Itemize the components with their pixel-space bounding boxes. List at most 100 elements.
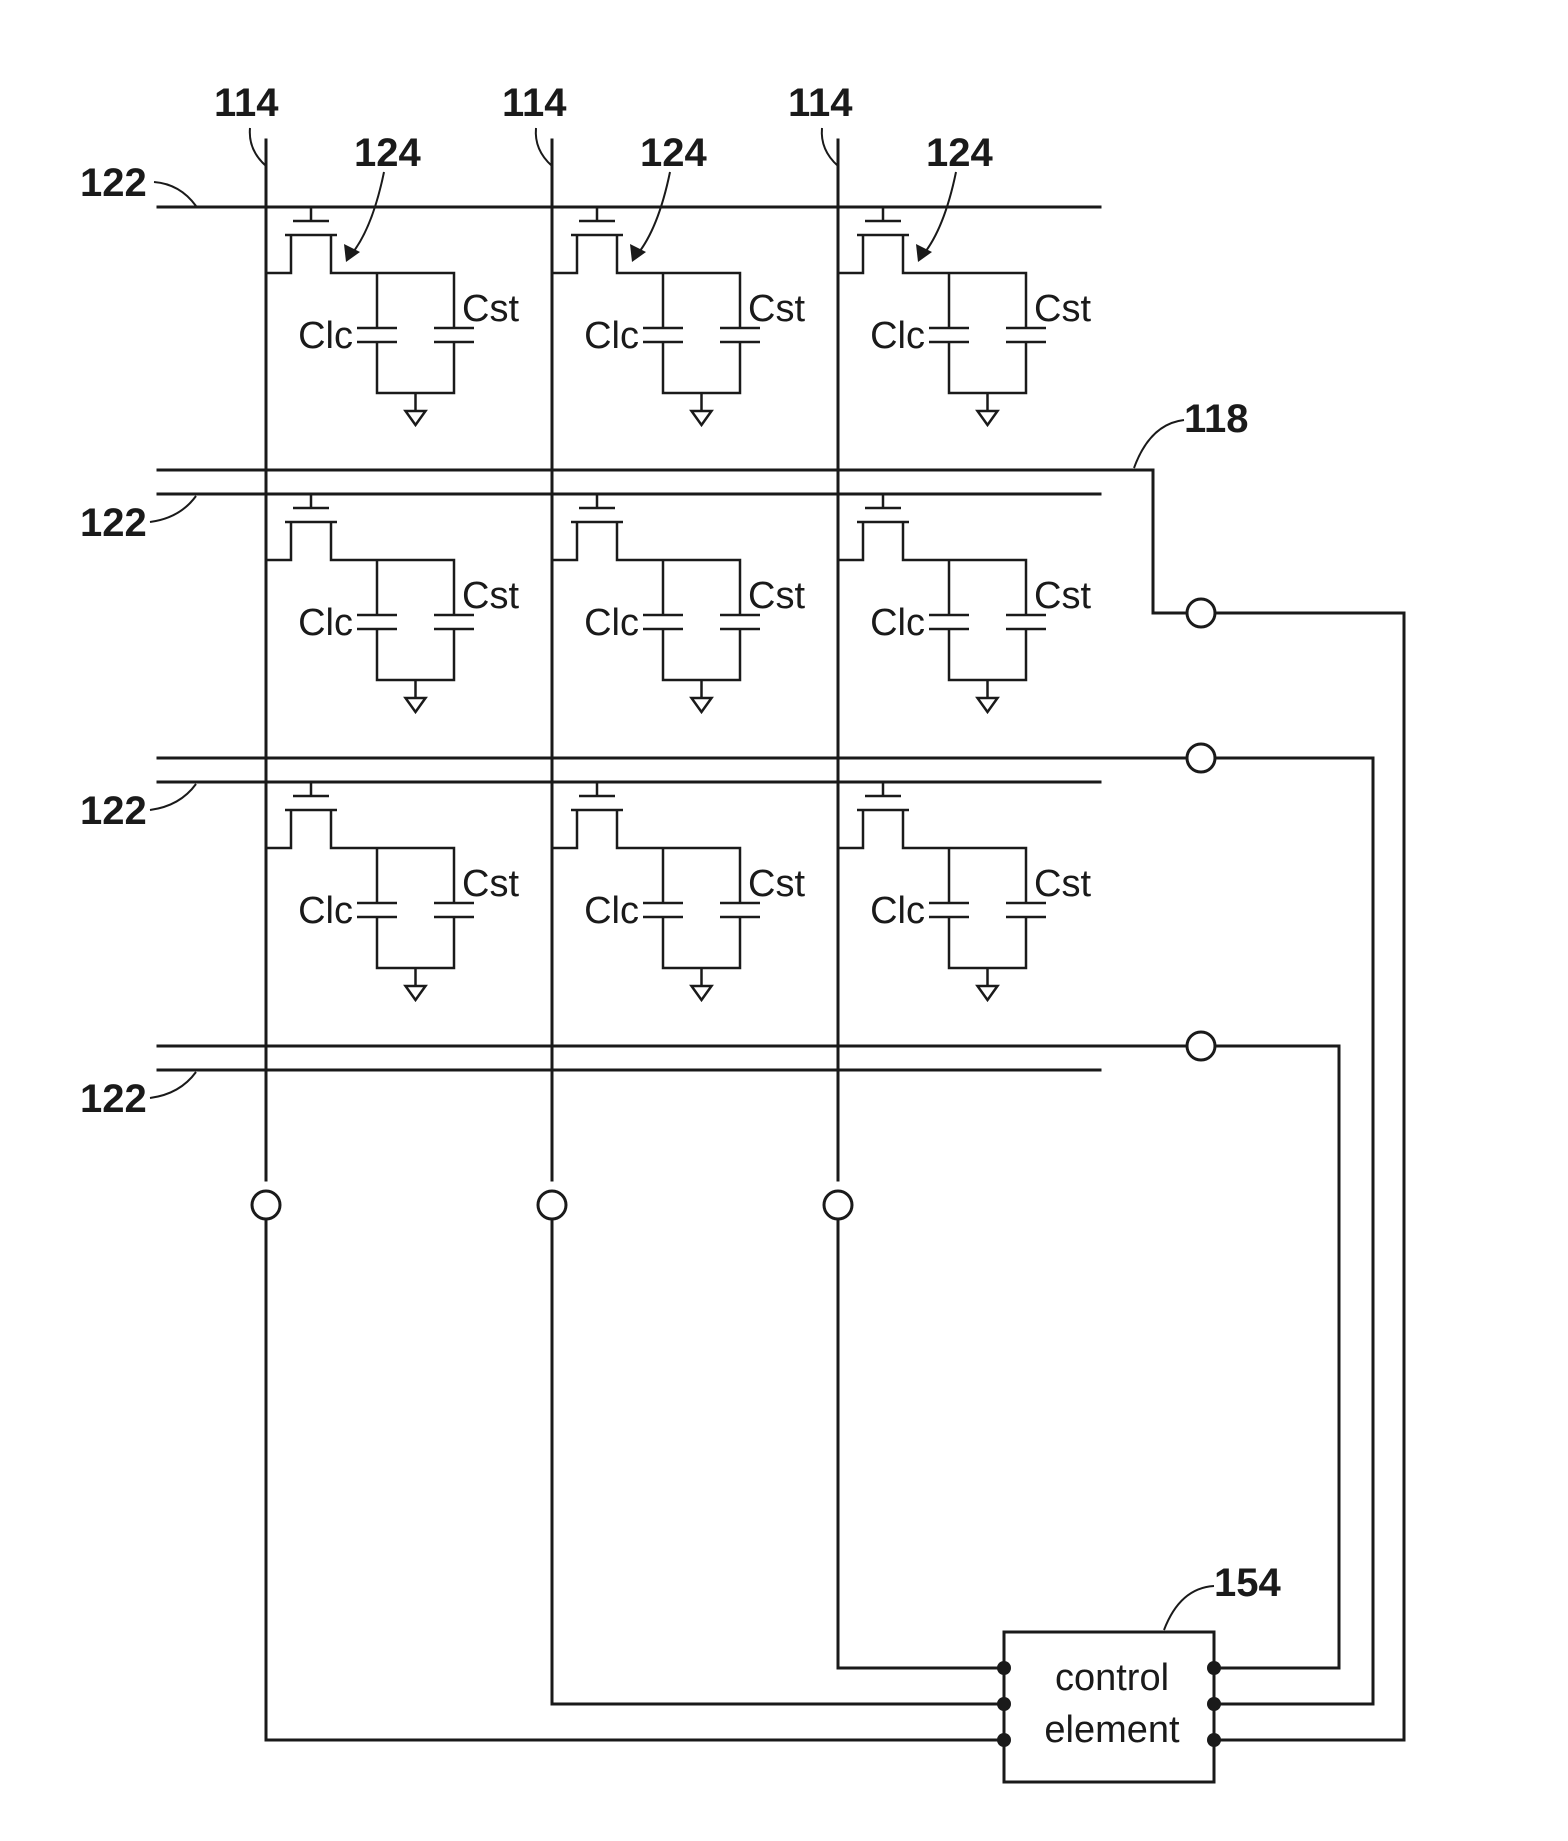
control-element-box — [1004, 1632, 1214, 1782]
pin-right-1 — [1207, 1661, 1221, 1675]
clc-label: Clc — [584, 315, 639, 357]
leader-114-a — [250, 128, 266, 166]
leader-124-b — [636, 172, 670, 256]
cap-bottom-loop — [949, 629, 1026, 680]
ref-124-b: 124 — [640, 131, 707, 175]
terminal-data-2 — [538, 1191, 566, 1219]
leader-124-c — [922, 172, 956, 256]
clc-label: Clc — [584, 602, 639, 644]
leader-122-d — [150, 1072, 196, 1098]
cap-bottom-loop — [949, 342, 1026, 393]
ref-114-a: 114 — [214, 81, 279, 125]
tft-source — [552, 522, 577, 560]
cap-bottom-loop — [377, 917, 454, 968]
ref-114-c: 114 — [788, 81, 853, 125]
pin-left-2 — [997, 1697, 1011, 1711]
control-element-label-1: control — [1055, 1657, 1169, 1699]
tft-source — [266, 522, 291, 560]
leader-122-a — [154, 182, 196, 206]
pixel-cell-3-1: Clc Cst — [266, 782, 519, 1000]
pixel-cell-2-2: Clc Cst — [552, 494, 805, 712]
ref-124-c: 124 — [926, 131, 993, 175]
terminal-common-1 — [1187, 599, 1215, 627]
pixel-cell-1-2: Clc Cst — [552, 207, 805, 425]
tft-source — [552, 810, 577, 848]
clc-label: Clc — [870, 602, 925, 644]
cap-bottom-loop — [949, 917, 1026, 968]
pixel-cell-2-1: ClcCst — [266, 494, 519, 712]
terminals — [252, 599, 1215, 1219]
leader-114-b — [536, 128, 552, 166]
tft-source — [838, 522, 863, 560]
leader-122-b — [150, 496, 196, 522]
pixel-cell-2-3: Clc Cst — [838, 494, 1091, 712]
tft-source — [266, 810, 291, 848]
pixel-cell-3-2: Clc Cst — [552, 782, 805, 1000]
common-line-118 — [158, 470, 1186, 613]
ground-icon — [406, 698, 426, 712]
ground-icon — [692, 986, 712, 1000]
leader-122-c — [150, 784, 196, 810]
cst-label: Cst — [1034, 863, 1091, 905]
cst-label: Cst — [748, 575, 805, 617]
ground-icon — [406, 986, 426, 1000]
tft-source — [838, 810, 863, 848]
cst-label: Cst — [748, 863, 805, 905]
cap-bottom-loop — [663, 342, 740, 393]
pin-right-3 — [1207, 1733, 1221, 1747]
pin-left-3 — [997, 1733, 1011, 1747]
ref-122-c: 122 — [80, 789, 147, 833]
ref-122-b: 122 — [80, 501, 147, 545]
terminal-data-3 — [824, 1191, 852, 1219]
pixel-cells: ClcCstClcCstClcCstClcCstClcCstClcCstClcC… — [266, 207, 1091, 1000]
ref-122-a: 122 — [80, 161, 147, 205]
wire-data-1 — [266, 1219, 1004, 1740]
terminal-common-2 — [1187, 744, 1215, 772]
cap-bottom-loop — [377, 629, 454, 680]
cap-bottom-loop — [663, 629, 740, 680]
leader-118 — [1134, 420, 1184, 468]
leader-114-c — [822, 128, 838, 166]
pixel-cell-3-3: ClcCst — [838, 782, 1091, 1000]
tft-source — [838, 235, 863, 273]
ref-122-d: 122 — [80, 1077, 147, 1121]
reference-labels: 114 114 114 124 124 124 122 122 122 122 … — [80, 81, 1281, 1630]
clc-label: Clc — [870, 315, 925, 357]
clc-label: Clc — [298, 890, 353, 932]
pixel-cell-1-3: Clc Cst — [838, 207, 1091, 425]
leader-154 — [1164, 1586, 1214, 1630]
common-lines — [158, 470, 1186, 1046]
ref-118: 118 — [1184, 397, 1249, 441]
control-element-label-2: element — [1044, 1709, 1180, 1751]
wire-data-3 — [838, 1219, 1004, 1668]
cst-label: Cst — [748, 288, 805, 330]
clc-label: Clc — [584, 890, 639, 932]
terminal-data-1 — [252, 1191, 280, 1219]
cst-label: Cst — [462, 575, 519, 617]
ref-114-b: 114 — [502, 81, 567, 125]
tft-source — [552, 235, 577, 273]
cap-bottom-loop — [663, 917, 740, 968]
ground-icon — [692, 698, 712, 712]
cst-label: Cst — [1034, 288, 1091, 330]
tft-source — [266, 235, 291, 273]
pin-left-1 — [997, 1661, 1011, 1675]
cst-label: Cst — [462, 863, 519, 905]
ground-icon — [978, 698, 998, 712]
leader-124-a — [350, 172, 384, 256]
ground-icon — [692, 411, 712, 425]
cst-label: Cst — [462, 288, 519, 330]
clc-label: Clc — [298, 315, 353, 357]
ground-icon — [406, 411, 426, 425]
terminal-common-3 — [1187, 1032, 1215, 1060]
pixel-cell-1-1: Clc Cst — [266, 207, 519, 425]
ground-icon — [978, 986, 998, 1000]
ground-icon — [978, 411, 998, 425]
ref-154: 154 — [1214, 1561, 1281, 1605]
pin-right-2 — [1207, 1697, 1221, 1711]
ref-124-a: 124 — [354, 131, 421, 175]
cst-label: Cst — [1034, 575, 1091, 617]
cap-bottom-loop — [377, 342, 454, 393]
wire-data-2 — [552, 1219, 1004, 1704]
